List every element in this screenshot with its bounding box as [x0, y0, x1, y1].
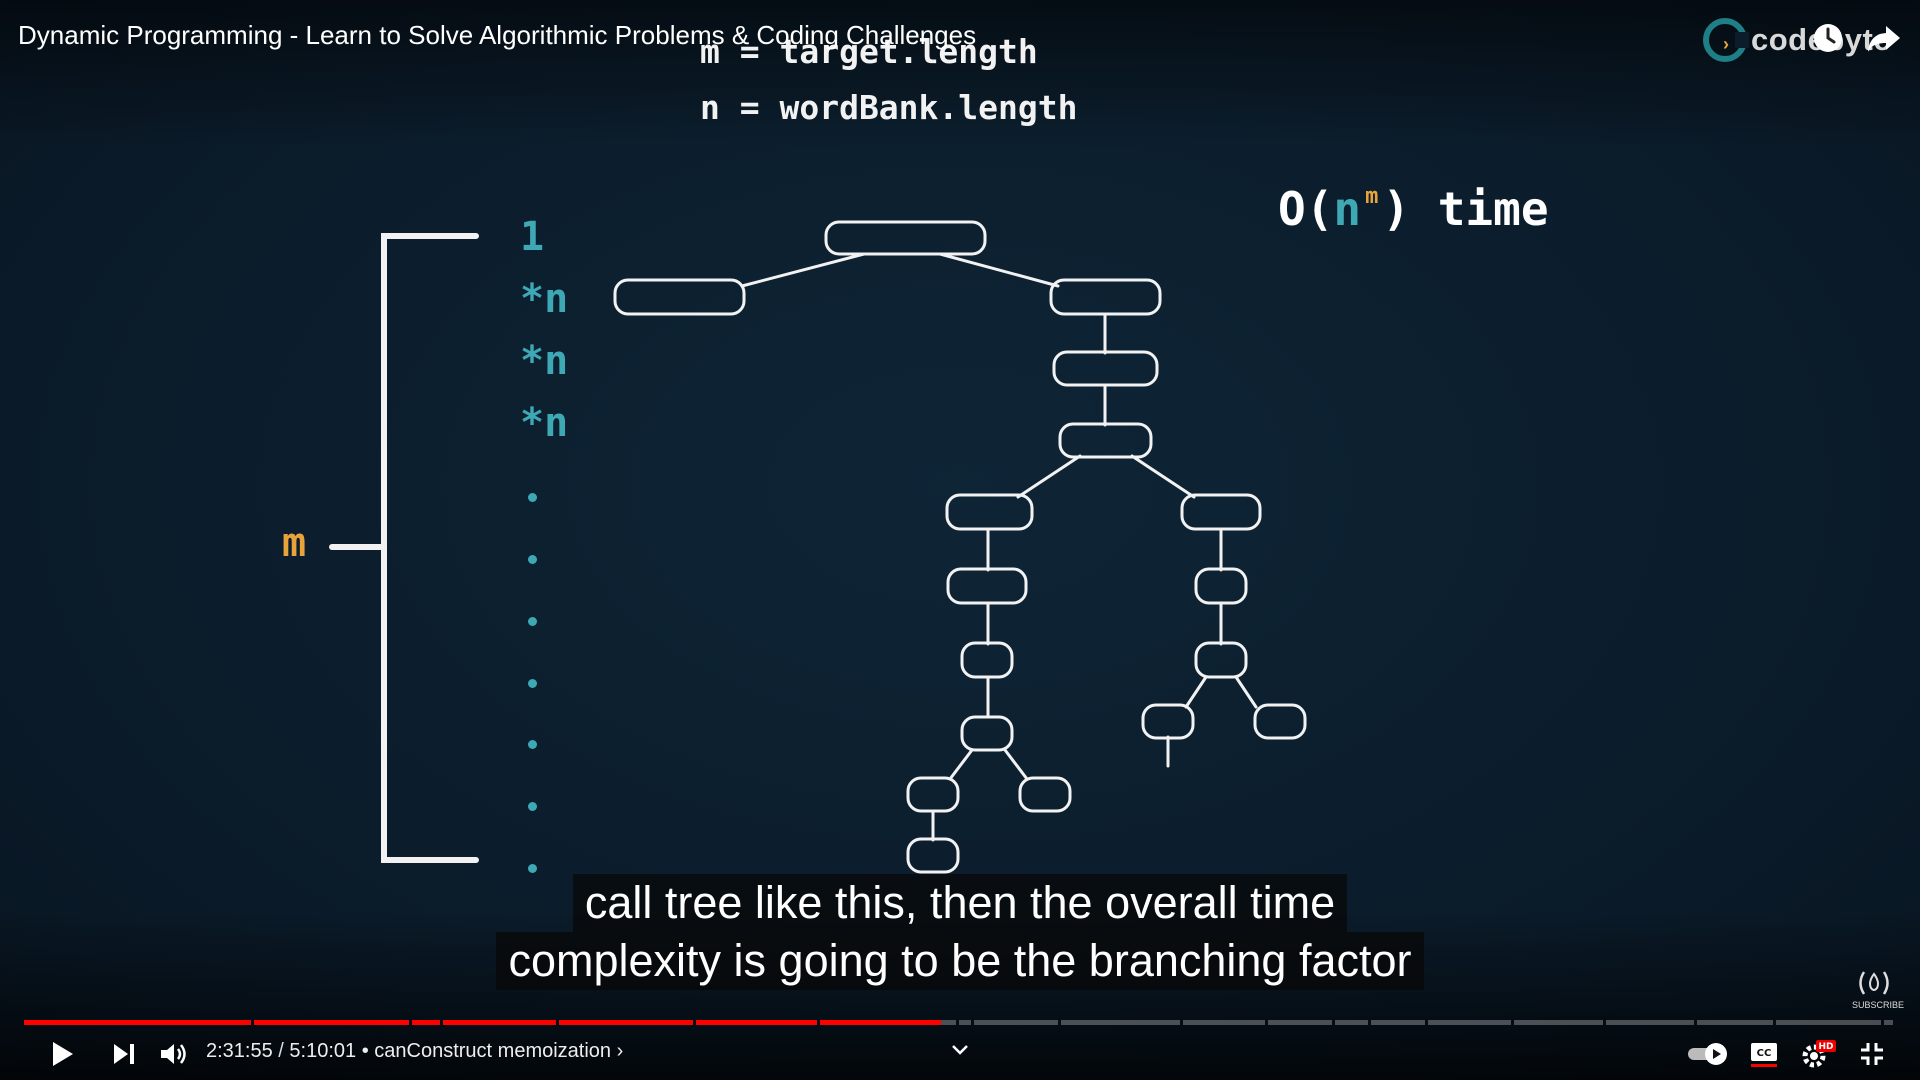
- played-segment: [254, 1020, 409, 1025]
- chapter-segment[interactable]: [1884, 1020, 1893, 1025]
- exit-fullscreen-icon: [1861, 1043, 1883, 1065]
- autoplay-toggle-icon: [1688, 1043, 1727, 1065]
- subtitle-row: call tree like this, then the overall ti…: [0, 874, 1920, 932]
- chapter-segment[interactable]: [1268, 1020, 1332, 1025]
- chapter-segment[interactable]: [1697, 1020, 1773, 1025]
- subtitle-line: complexity is going to be the branching …: [496, 932, 1424, 990]
- next-icon: [114, 1044, 134, 1064]
- captions-icon: CC: [1751, 1043, 1777, 1067]
- exit-fullscreen-button[interactable]: [1852, 1036, 1892, 1072]
- ellipsis-dot: [528, 679, 537, 688]
- tree-node: [1018, 776, 1072, 813]
- chevron-down-icon[interactable]: [944, 1040, 976, 1060]
- play-button[interactable]: [42, 1036, 82, 1072]
- ellipsis-dot: [528, 864, 537, 873]
- tree-node: [1058, 422, 1153, 459]
- tree-node: [906, 837, 960, 874]
- tree-node: [1194, 567, 1248, 605]
- ellipsis-dot: [528, 555, 537, 564]
- next-button[interactable]: [104, 1036, 144, 1072]
- played-segment: [559, 1020, 693, 1025]
- video-title[interactable]: Dynamic Programming - Learn to Solve Alg…: [18, 20, 977, 50]
- ellipsis-dot: [528, 617, 537, 626]
- share-icon[interactable]: [1864, 18, 1904, 58]
- played-segment: [412, 1020, 440, 1025]
- code-line-n: n = wordBank.length: [700, 88, 1078, 127]
- level-label: *n: [520, 338, 569, 384]
- tree-node: [613, 278, 746, 316]
- time-separator: /: [272, 1040, 290, 1062]
- time-display: 2:31:55 / 5:10:01 • canConstruct memoiza…: [206, 1040, 623, 1063]
- volume-icon: [161, 1044, 186, 1064]
- settings-icon: HD: [1802, 1040, 1836, 1068]
- top-overlay: [0, 0, 1920, 150]
- complexity-suffix: ) time: [1382, 182, 1549, 236]
- chapter-segment[interactable]: [1371, 1020, 1425, 1025]
- level-label: *n: [520, 400, 569, 446]
- chapter-segment[interactable]: [1428, 1020, 1511, 1025]
- tree-node: [960, 715, 1014, 752]
- channel-logo[interactable]: › codebyte: [1703, 16, 1891, 64]
- tree-node: [906, 776, 960, 813]
- subtitle-row: complexity is going to be the branching …: [0, 932, 1920, 990]
- complexity-prefix: O(: [1278, 182, 1334, 236]
- played-segment: [24, 1020, 251, 1025]
- tree-node: [1180, 493, 1262, 531]
- bracket: [381, 233, 479, 863]
- duration: 5:10:01: [289, 1040, 357, 1062]
- played-segment: [443, 1020, 556, 1025]
- tree-node: [1141, 703, 1195, 740]
- chapter-segment[interactable]: [1061, 1020, 1180, 1025]
- tree-node: [824, 220, 987, 256]
- subscribe-label: SUBSCRIBE: [1852, 1000, 1905, 1010]
- play-icon: [53, 1042, 73, 1066]
- hd-badge: HD: [1818, 1042, 1833, 1052]
- tree-node: [960, 641, 1014, 679]
- played-segment: [820, 1020, 942, 1025]
- chapter-segment[interactable]: [959, 1020, 971, 1025]
- level-label: 1: [520, 214, 545, 260]
- tree-node: [946, 567, 1028, 605]
- tree-node: [1253, 703, 1307, 740]
- subtitle-line: call tree like this, then the overall ti…: [572, 874, 1348, 932]
- code-line-m: m = target.length: [700, 32, 1038, 71]
- tree-node: [1049, 278, 1162, 316]
- ellipsis-dot: [528, 493, 537, 502]
- chapter-title: canConstruct memoization: [374, 1040, 612, 1062]
- chapter-segment[interactable]: [1606, 1020, 1694, 1025]
- current-time: 2:31:55: [206, 1040, 273, 1062]
- ellipsis-dot: [528, 802, 537, 811]
- settings-button[interactable]: HD: [1798, 1036, 1838, 1072]
- chapter-segment[interactable]: [1514, 1020, 1603, 1025]
- chapter-segment[interactable]: [1776, 1020, 1881, 1025]
- complexity-exponent: m: [1365, 184, 1379, 209]
- clock-icon[interactable]: [1808, 18, 1848, 58]
- level-label: *n: [520, 276, 569, 322]
- autoplay-toggle[interactable]: [1684, 1036, 1732, 1072]
- chapter-arrow-icon: ›: [616, 1040, 624, 1062]
- chapter-segment[interactable]: [1183, 1020, 1265, 1025]
- volume-button[interactable]: [154, 1036, 194, 1072]
- chapter-button[interactable]: • canConstruct memoization ›: [361, 1040, 624, 1062]
- tree-height-label: m: [282, 520, 307, 566]
- progress-bar[interactable]: [24, 1020, 1896, 1025]
- tree-node: [1194, 641, 1248, 679]
- complexity-base: n: [1333, 182, 1362, 236]
- subscribe-watermark[interactable]: SUBSCRIBE: [1852, 968, 1905, 1010]
- channel-logo-mark: ›: [1703, 18, 1749, 62]
- captions-label: CC: [1757, 1048, 1772, 1059]
- chapter-segment[interactable]: [1335, 1020, 1368, 1025]
- ellipsis-dot: [528, 740, 537, 749]
- tree-node: [945, 493, 1034, 531]
- captions-button[interactable]: CC: [1744, 1036, 1784, 1072]
- played-segment: [696, 1020, 817, 1025]
- chapter-segment[interactable]: [974, 1020, 1058, 1025]
- tree-node: [1052, 350, 1159, 387]
